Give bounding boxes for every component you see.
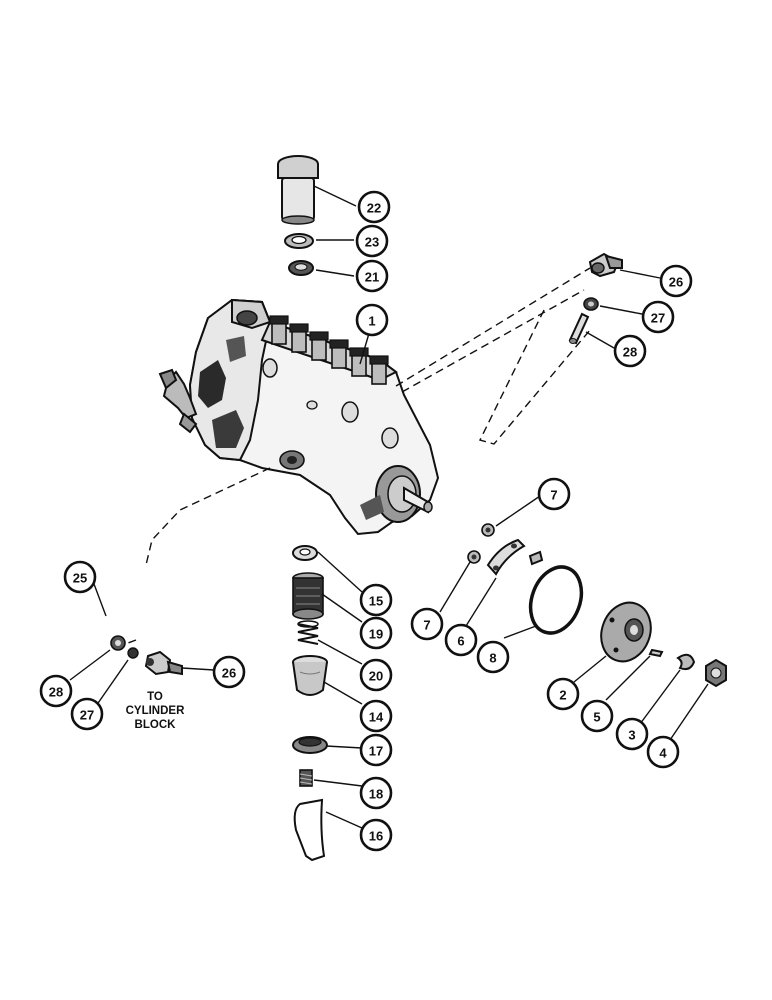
svg-text:BLOCK: BLOCK: [135, 719, 177, 731]
nut-7-lower: [467, 550, 481, 564]
washer-3: [676, 653, 696, 671]
callout-7-upper: 7: [537, 477, 571, 511]
delivery-valve-holders: [269, 315, 389, 385]
lock-plate-6: [486, 538, 526, 576]
svg-text:16: 16: [369, 829, 383, 844]
nut-4: [705, 658, 727, 688]
pin-28-upper: [568, 312, 590, 345]
svg-text:15: 15: [369, 594, 383, 609]
nut-27-upper: [583, 297, 599, 311]
callout-27-lower: 27: [70, 697, 104, 731]
injection-pump-body: [158, 298, 440, 536]
callout-21: 21: [355, 259, 389, 293]
filter-bowl-14: [292, 655, 328, 696]
elbow-fitting-26-lower: [144, 650, 183, 676]
callout-25: 25: [63, 560, 97, 594]
callout-15: 15: [359, 583, 393, 617]
svg-text:23: 23: [365, 235, 379, 250]
callout-27-upper: 27: [641, 300, 675, 334]
filter-cap-22: [277, 155, 319, 225]
svg-text:26: 26: [222, 666, 236, 681]
svg-text:18: 18: [369, 787, 383, 802]
svg-text:8: 8: [489, 651, 496, 666]
svg-text:2: 2: [559, 688, 566, 703]
svg-text:6: 6: [457, 634, 464, 649]
callout-2: 2: [546, 677, 580, 711]
nut-7-upper: [481, 523, 495, 537]
svg-text:27: 27: [651, 311, 665, 326]
svg-text:TO: TO: [147, 691, 163, 703]
callout-18: 18: [359, 776, 393, 810]
callout-23: 23: [355, 224, 389, 258]
callout-14: 14: [359, 699, 393, 733]
washer-15: [292, 545, 318, 561]
callout-17: 17: [359, 733, 393, 767]
washer-23: [284, 233, 314, 249]
callout-8: 8: [476, 640, 510, 674]
clamp-16: [293, 798, 326, 862]
washer-21: [288, 260, 314, 276]
leader-lines: [69, 185, 709, 829]
callout-4: 4: [646, 735, 680, 769]
callout-1: 1: [355, 303, 389, 337]
callout-16: 16: [359, 818, 393, 852]
filter-element-19: [292, 572, 324, 620]
svg-text:5: 5: [593, 710, 600, 725]
to-cylinder-block-note: TO CYLINDER BLOCK: [126, 691, 185, 731]
screw-18: [299, 769, 313, 787]
fuel-pipe-25: [102, 564, 150, 650]
bolt-7b: [528, 550, 544, 566]
callout-5: 5: [580, 699, 614, 733]
callout-26-lower: 26: [212, 655, 246, 689]
svg-text:CYLINDER: CYLINDER: [126, 705, 185, 717]
svg-text:28: 28: [49, 685, 63, 700]
drive-hub-2: [600, 601, 652, 663]
pin-28-lower: [110, 635, 126, 651]
callout-19: 19: [359, 616, 393, 650]
callout-28-lower: 28: [39, 674, 73, 708]
svg-text:21: 21: [365, 270, 379, 285]
svg-text:3: 3: [628, 728, 635, 743]
callout-6: 6: [444, 623, 478, 657]
callout-22: 22: [357, 190, 391, 224]
callout-26-upper: 26: [659, 264, 693, 298]
spring-20: [297, 620, 319, 645]
svg-text:22: 22: [367, 201, 381, 216]
svg-text:7: 7: [550, 488, 557, 503]
callout-20: 20: [359, 658, 393, 692]
svg-text:4: 4: [659, 746, 667, 761]
svg-text:27: 27: [80, 708, 94, 723]
elbow-fitting-26-upper: [588, 252, 623, 278]
svg-text:20: 20: [369, 669, 383, 684]
callout-7-lower: 7: [410, 607, 444, 641]
callout-28-upper: 28: [613, 334, 647, 368]
svg-text:28: 28: [623, 345, 637, 360]
svg-text:7: 7: [423, 618, 430, 633]
svg-text:17: 17: [369, 744, 383, 759]
o-ring-8: [528, 565, 584, 635]
nut-27-lower: [127, 647, 139, 659]
callout-3: 3: [615, 717, 649, 751]
svg-text:26: 26: [669, 275, 683, 290]
svg-text:25: 25: [73, 571, 87, 586]
retainer-ring-17: [292, 736, 328, 754]
key-5: [648, 648, 664, 658]
svg-text:14: 14: [369, 710, 384, 725]
svg-text:19: 19: [369, 627, 383, 642]
svg-text:1: 1: [368, 314, 375, 329]
